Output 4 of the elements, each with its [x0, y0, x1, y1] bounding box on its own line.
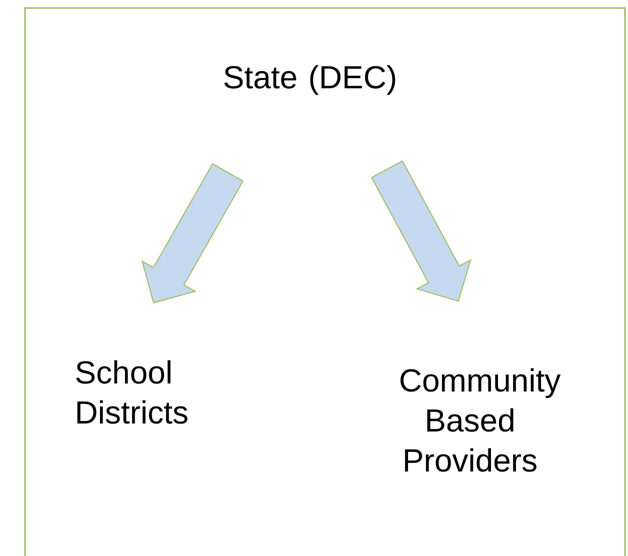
node-label: Community Based Providers — [400, 368, 561, 472]
block-arrow — [370, 160, 472, 302]
node-label: State (DEC) — [224, 65, 396, 95]
node-label: School Districts — [76, 360, 188, 424]
